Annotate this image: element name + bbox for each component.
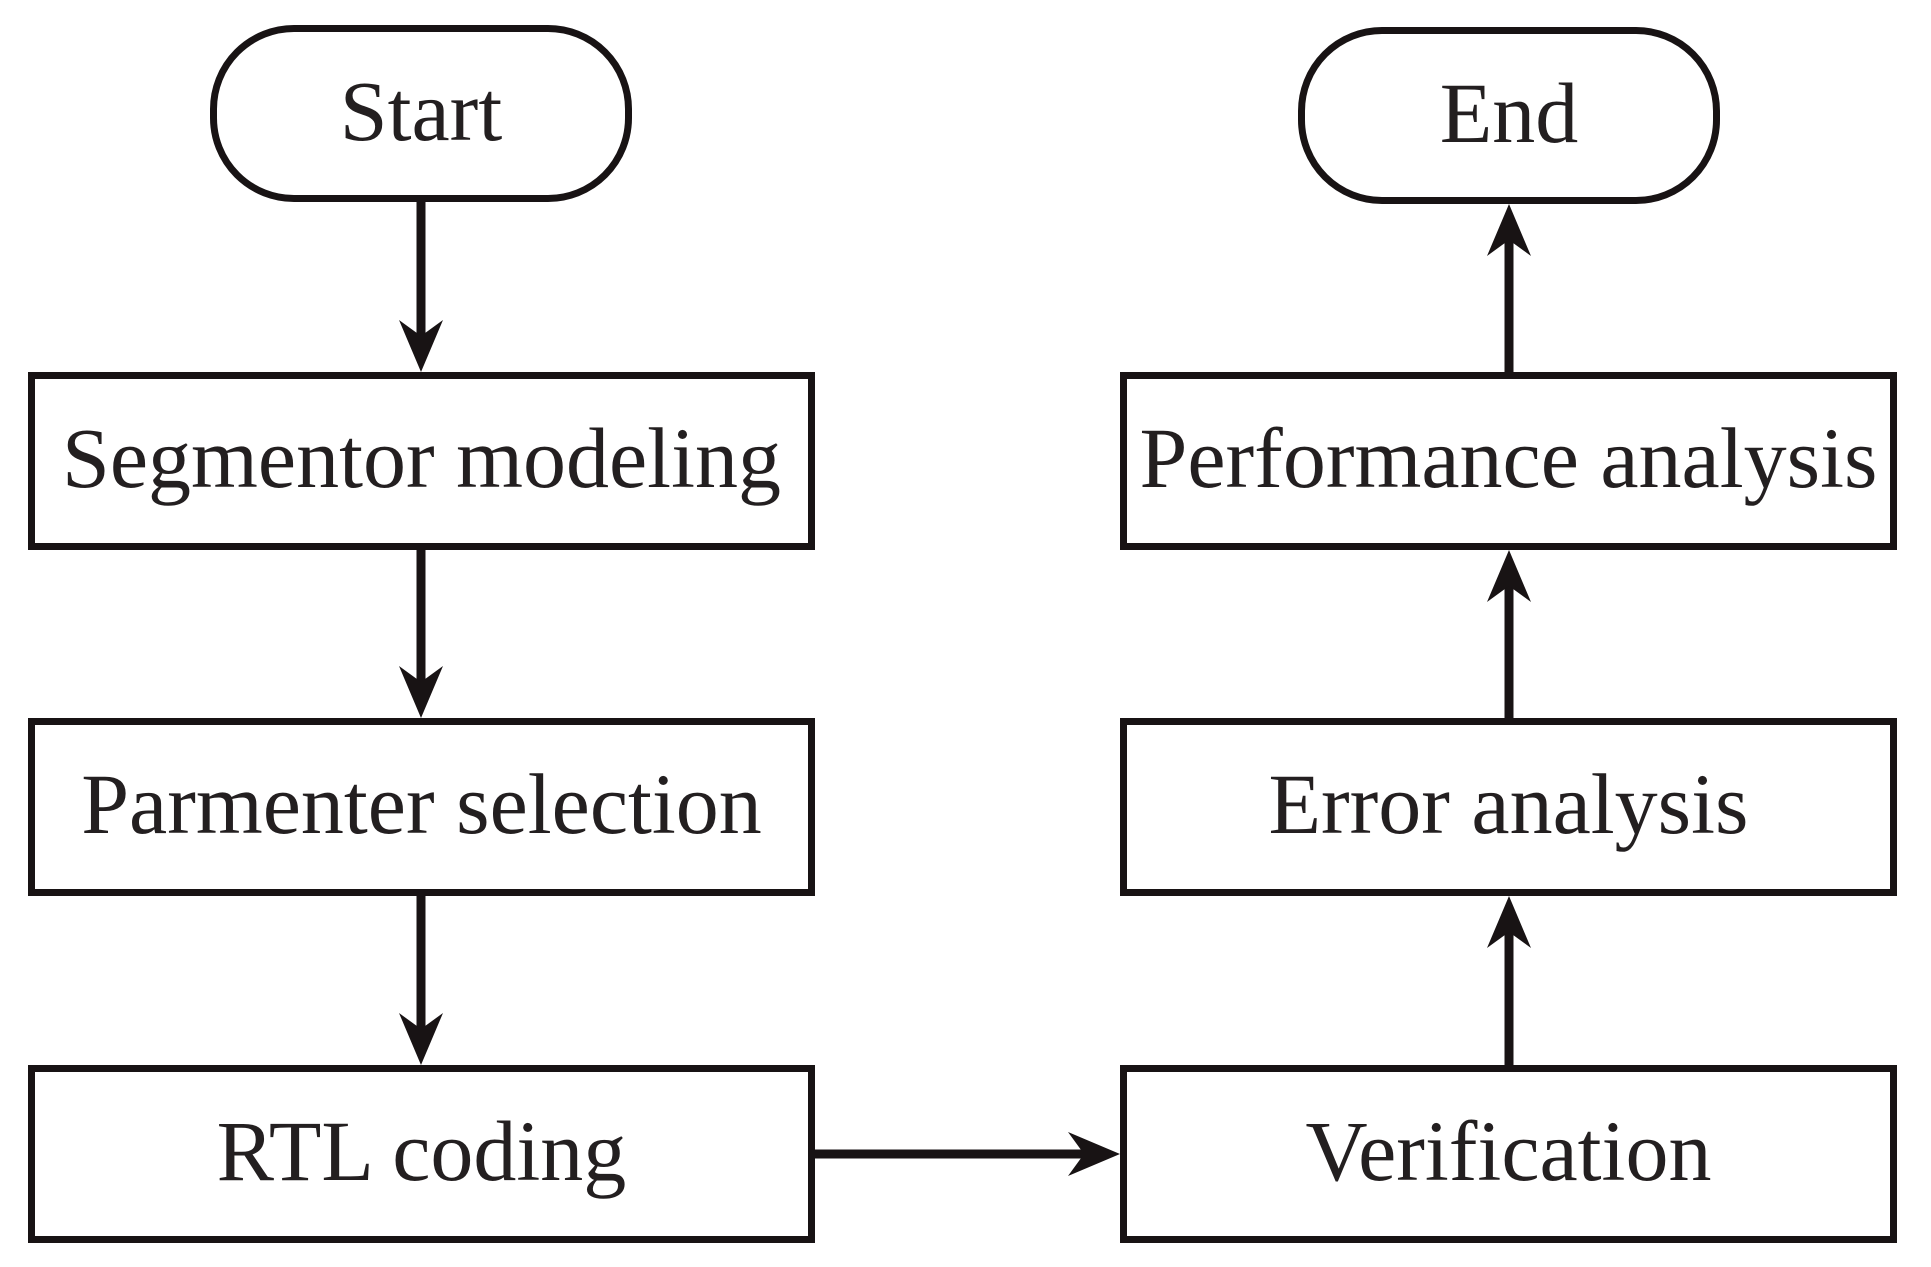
node-start: Start (210, 25, 632, 202)
node-end-label: End (1439, 64, 1579, 161)
node-rtl-coding: RTL coding (28, 1065, 815, 1243)
arrow-verification-to-error (1487, 896, 1531, 1067)
node-performance-analysis: Performance analysis (1120, 372, 1897, 550)
node-performance-analysis-label: Performance analysis (1139, 410, 1878, 506)
node-rtl-coding-label: RTL coding (216, 1103, 627, 1199)
node-parmenter-selection: Parmenter selection (28, 718, 815, 896)
node-segmentor-modeling: Segmentor modeling (28, 372, 815, 550)
arrow-rtl-to-verification (812, 1132, 1120, 1176)
node-start-label: Start (339, 62, 503, 159)
node-error-analysis-label: Error analysis (1268, 756, 1749, 852)
node-error-analysis: Error analysis (1120, 718, 1897, 896)
node-end: End (1298, 27, 1720, 204)
node-segmentor-modeling-label: Segmentor modeling (62, 410, 781, 506)
arrow-segmentor-to-parmenter (399, 548, 443, 718)
arrow-start-to-segmentor-modeling (399, 200, 443, 372)
arrow-parmenter-to-rtl (399, 894, 443, 1065)
node-parmenter-selection-label: Parmenter selection (81, 756, 762, 852)
node-verification-label: Verification (1305, 1103, 1712, 1199)
node-verification: Verification (1120, 1065, 1897, 1243)
arrow-error-to-performance (1487, 550, 1531, 720)
arrow-performance-to-end (1487, 204, 1531, 374)
